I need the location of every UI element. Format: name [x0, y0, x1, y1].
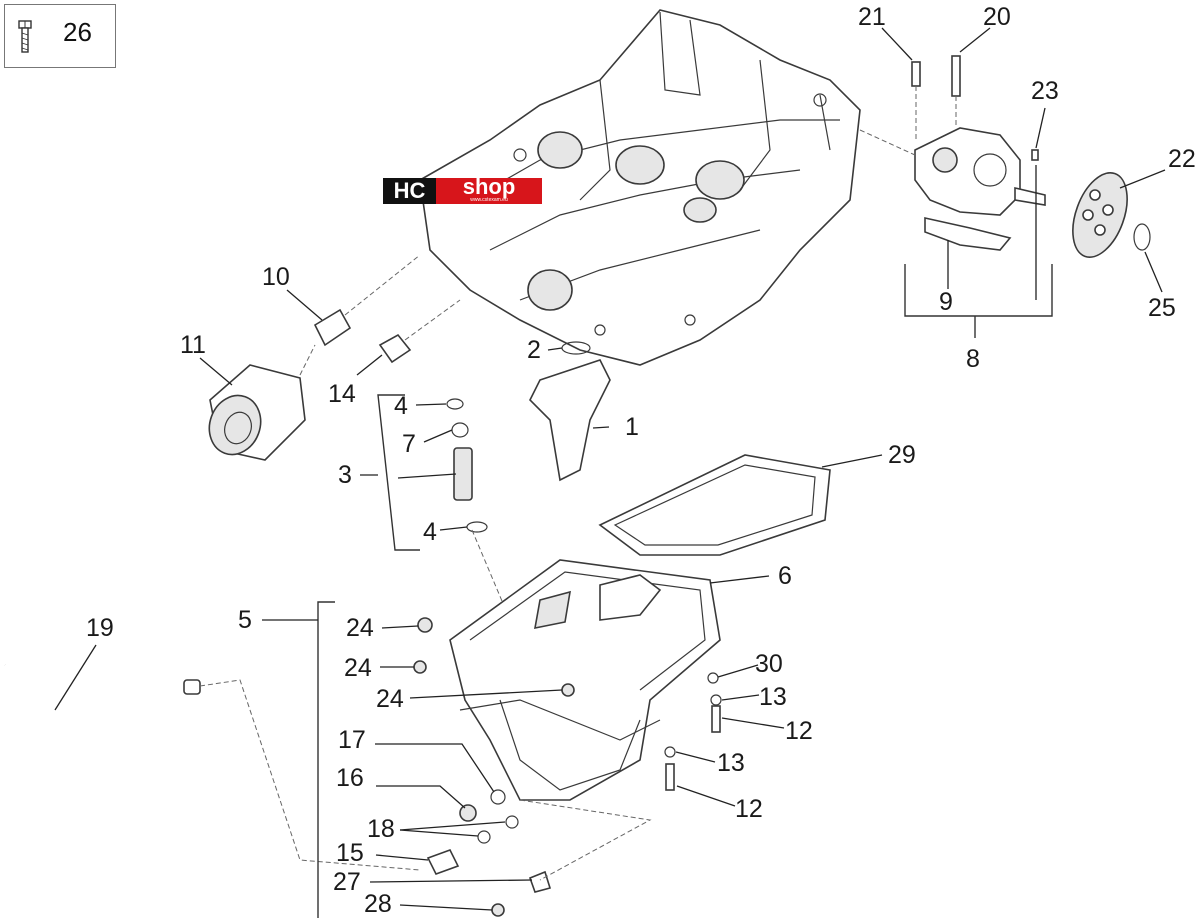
logo-hc-text: HC — [383, 178, 436, 204]
callout-8: 8 — [966, 345, 980, 373]
oilpan-gasket — [598, 454, 831, 556]
callout-2: 2 — [527, 336, 541, 364]
callout-14: 14 — [328, 380, 356, 408]
callout-23: 23 — [1031, 77, 1059, 105]
pressure-sensor — [378, 299, 461, 364]
callout-27: 27 — [333, 868, 361, 896]
callout-5: 5 — [238, 606, 252, 634]
callout-24-upper: 24 — [346, 614, 374, 642]
screw-icon — [18, 20, 32, 53]
logo-shop-block: shop www.cstexam.eu — [436, 176, 542, 204]
callout-16: 16 — [336, 764, 364, 792]
callout-13-upper: 13 — [759, 683, 787, 711]
oil-pickup — [529, 341, 611, 482]
callout-4-lower: 4 — [423, 518, 437, 546]
callout-19: 19 — [86, 614, 114, 642]
callout-15: 15 — [336, 839, 364, 867]
callout-11: 11 — [180, 331, 206, 359]
callout-6: 6 — [778, 562, 792, 590]
callout-3: 3 — [338, 461, 352, 489]
callout-24-middle: 24 — [344, 654, 372, 682]
callout-18: 18 — [367, 815, 395, 843]
oil-filter — [208, 254, 421, 461]
breather-pipe — [2, 663, 421, 871]
callout-24-lower: 24 — [376, 685, 404, 713]
callout-13-lower: 13 — [717, 749, 745, 777]
callout-22: 22 — [1168, 145, 1196, 173]
oil-pump — [859, 55, 1046, 251]
callout-28: 28 — [364, 890, 392, 918]
pump-sprocket — [1072, 172, 1151, 258]
callout-1: 1 — [625, 413, 639, 441]
relief-valve — [446, 398, 511, 621]
leader-lines — [54, 27, 1166, 911]
callout-12-upper: 12 — [785, 717, 813, 745]
callout-labels: 1 2 3 4 4 5 6 7 8 9 10 11 12 12 13 13 14… — [86, 3, 1196, 918]
callout-17: 17 — [338, 726, 366, 754]
drain-parts — [426, 672, 722, 917]
callout-20: 20 — [983, 3, 1011, 31]
callout-12-lower: 12 — [735, 795, 763, 823]
callout-30: 30 — [755, 650, 783, 678]
callout-21: 21 — [858, 3, 886, 31]
crankcase-block — [419, 9, 861, 366]
group-brackets — [317, 264, 1053, 918]
oil-pan — [413, 559, 721, 801]
hc-shop-logo: HC shop www.cstexam.eu — [383, 176, 542, 204]
callout-25: 25 — [1148, 294, 1176, 322]
callout-10: 10 — [262, 263, 290, 291]
logo-tagline: www.cstexam.eu — [470, 197, 508, 203]
callout-4-upper: 4 — [394, 392, 408, 420]
legend-box: 26 — [4, 4, 116, 68]
callout-7: 7 — [402, 430, 416, 458]
logo-shop-text: shop — [462, 174, 516, 199]
callout-9: 9 — [939, 288, 953, 316]
callout-29: 29 — [888, 441, 916, 469]
legend-part-number: 26 — [63, 17, 92, 47]
